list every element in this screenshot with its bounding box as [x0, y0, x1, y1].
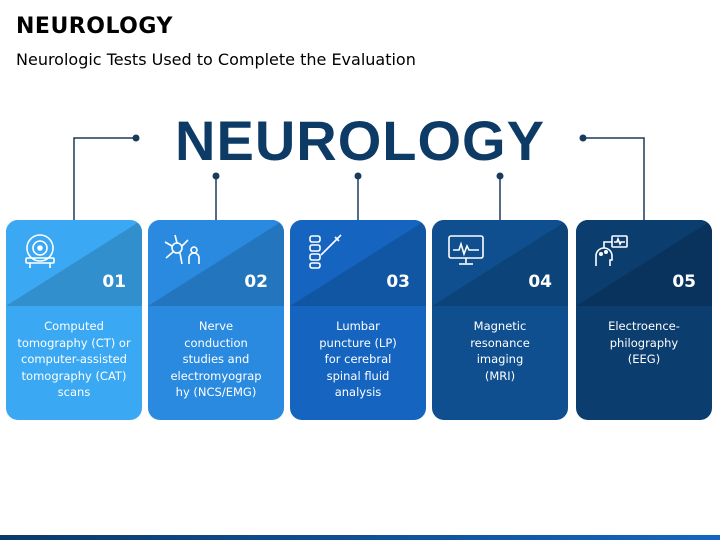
eeg-head-icon — [595, 235, 628, 266]
card-header: 05 — [576, 220, 712, 306]
card-eeg: 05 Electroence- philography (EEG) — [576, 220, 712, 420]
ct-scanner-icon — [25, 234, 55, 268]
connector-dot-1 — [132, 134, 140, 142]
card-header: 04 — [432, 220, 568, 306]
card-text: Magnetic resonance imaging (MRI) — [470, 319, 530, 383]
slide-title: NEUROLOGY — [16, 14, 173, 39]
card-text: Lumbar puncture (LP) for cerebral spinal… — [319, 319, 397, 399]
bottom-accent-bar — [0, 535, 720, 540]
slide-subtitle: Neurologic Tests Used to Complete the Ev… — [16, 50, 416, 69]
card-text: Computed tomography (CT) or computer-ass… — [17, 319, 131, 399]
card-ct-scan: 01 Computed tomography (CT) or computer-… — [6, 220, 142, 420]
connector-dot-3 — [354, 172, 362, 180]
spine-syringe-icon — [309, 234, 342, 269]
connector-dot-2 — [212, 172, 220, 180]
card-number: 01 — [102, 272, 126, 292]
card-text: Electroence- philography (EEG) — [608, 319, 680, 366]
connector-5 — [583, 137, 645, 220]
card-number: 03 — [386, 272, 410, 292]
connector-dot-4 — [496, 172, 504, 180]
mri-monitor-icon — [448, 235, 484, 265]
nerve-cell-icon — [164, 234, 200, 265]
center-heading: NEUROLOGY — [175, 109, 545, 172]
connector-1 — [73, 137, 136, 220]
card-text: Nerve conduction studies and electromyog… — [170, 319, 262, 399]
card-lumbar-puncture: 03 Lumbar puncture (LP) for cerebral spi… — [290, 220, 426, 420]
card-mri: 04 Magnetic resonance imaging (MRI) — [432, 220, 568, 420]
card-number: 02 — [244, 272, 268, 292]
card-header: 01 — [6, 220, 142, 306]
card-number: 04 — [528, 272, 552, 292]
card-number: 05 — [672, 272, 696, 292]
card-header: 03 — [290, 220, 426, 306]
connector-dot-5 — [579, 134, 587, 142]
card-ncs-emg: 02 Nerve conduction studies and electrom… — [148, 220, 284, 420]
card-header: 02 — [148, 220, 284, 306]
